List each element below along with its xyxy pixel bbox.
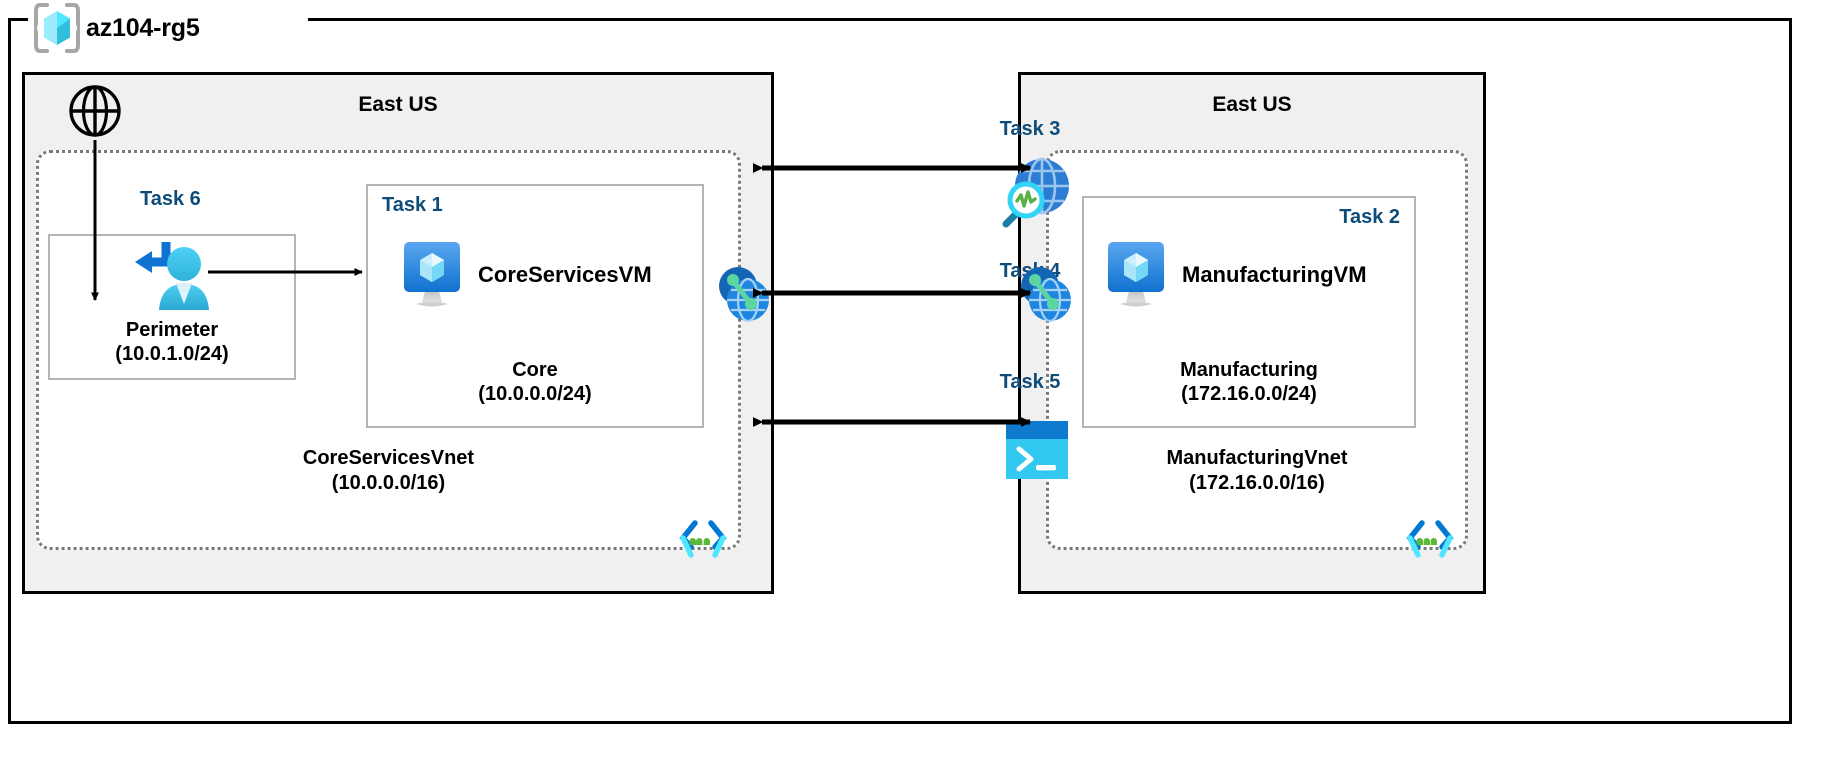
vnet-manufacturing-cidr: (172.16.0.0/16) <box>1189 471 1325 494</box>
azure-resource-group-cube-icon <box>34 3 80 53</box>
vnet-coreservices-name: CoreServicesVnet <box>302 447 475 470</box>
vnet-peering-icon <box>1021 267 1071 323</box>
resource-group-name: az104-rg5 <box>86 13 200 42</box>
resource-group-label-notch <box>28 6 308 32</box>
vm-coreservices-label: CoreServicesVM <box>478 262 652 287</box>
region-title-left: East US <box>358 93 438 116</box>
region-title-right: East US <box>1212 93 1292 116</box>
user-with-left-arrow-icon <box>135 242 209 310</box>
globe-internet-icon <box>69 85 121 137</box>
resource-group-label: az104-rg5 <box>34 2 200 54</box>
virtual-machine-icon <box>404 242 460 307</box>
vnet-peering-icon <box>719 267 769 323</box>
vnet-manufacturing-caption: ManufacturingVnet (172.16.0.0/16) <box>1049 446 1465 495</box>
vm-manufacturing-label: ManufacturingVM <box>1182 262 1367 287</box>
subnet-perimeter-cidr: (10.0.1.0/24) <box>115 343 229 366</box>
vnet-coreservices-cidr: (10.0.0.0/16) <box>331 471 446 494</box>
subnet-core: Task 1 Core (10.0.0.0/24) <box>366 184 704 428</box>
task-label-1: Task 1 <box>382 194 443 216</box>
task-label-6: Task 6 <box>140 188 201 210</box>
subnet-manufacturing-caption: Manufacturing (172.16.0.0/24) <box>1084 358 1414 407</box>
connector-label-task3: Task 3 <box>999 118 1061 140</box>
subnet-core-cidr: (10.0.0.0/24) <box>478 383 592 406</box>
connector-label-task5: Task 5 <box>999 371 1061 393</box>
subnet-manufacturing-cidr: (172.16.0.0/24) <box>1181 383 1317 406</box>
virtual-machine-icon <box>1108 242 1164 307</box>
subnet-manufacturing-name: Manufacturing <box>1180 359 1318 381</box>
vm-coreservices: CoreServicesVM <box>400 238 652 312</box>
subnets-group-icon <box>679 520 727 558</box>
resource-group-frame <box>8 18 1792 724</box>
task-label-2: Task 2 <box>1339 206 1400 228</box>
subnets-group-icon <box>1406 520 1454 558</box>
subnet-perimeter-caption: Perimeter (10.0.1.0/24) <box>50 318 294 367</box>
subnet-perimeter-name: Perimeter <box>125 319 219 341</box>
vm-manufacturing: ManufacturingVM <box>1104 238 1367 312</box>
network-watcher-globe-magnifier-icon <box>1002 157 1069 228</box>
subnet-core-name: Core <box>512 359 558 381</box>
subnet-manufacturing: Task 2 Manufacturing (172.16.0.0/24) <box>1082 196 1416 428</box>
vnet-coreservices-caption: CoreServicesVnet (10.0.0.0/16) <box>39 446 738 495</box>
cloud-shell-terminal-icon <box>1006 421 1068 479</box>
vnet-manufacturing-name: ManufacturingVnet <box>1166 447 1348 470</box>
subnet-core-caption: Core (10.0.0.0/24) <box>368 358 702 407</box>
